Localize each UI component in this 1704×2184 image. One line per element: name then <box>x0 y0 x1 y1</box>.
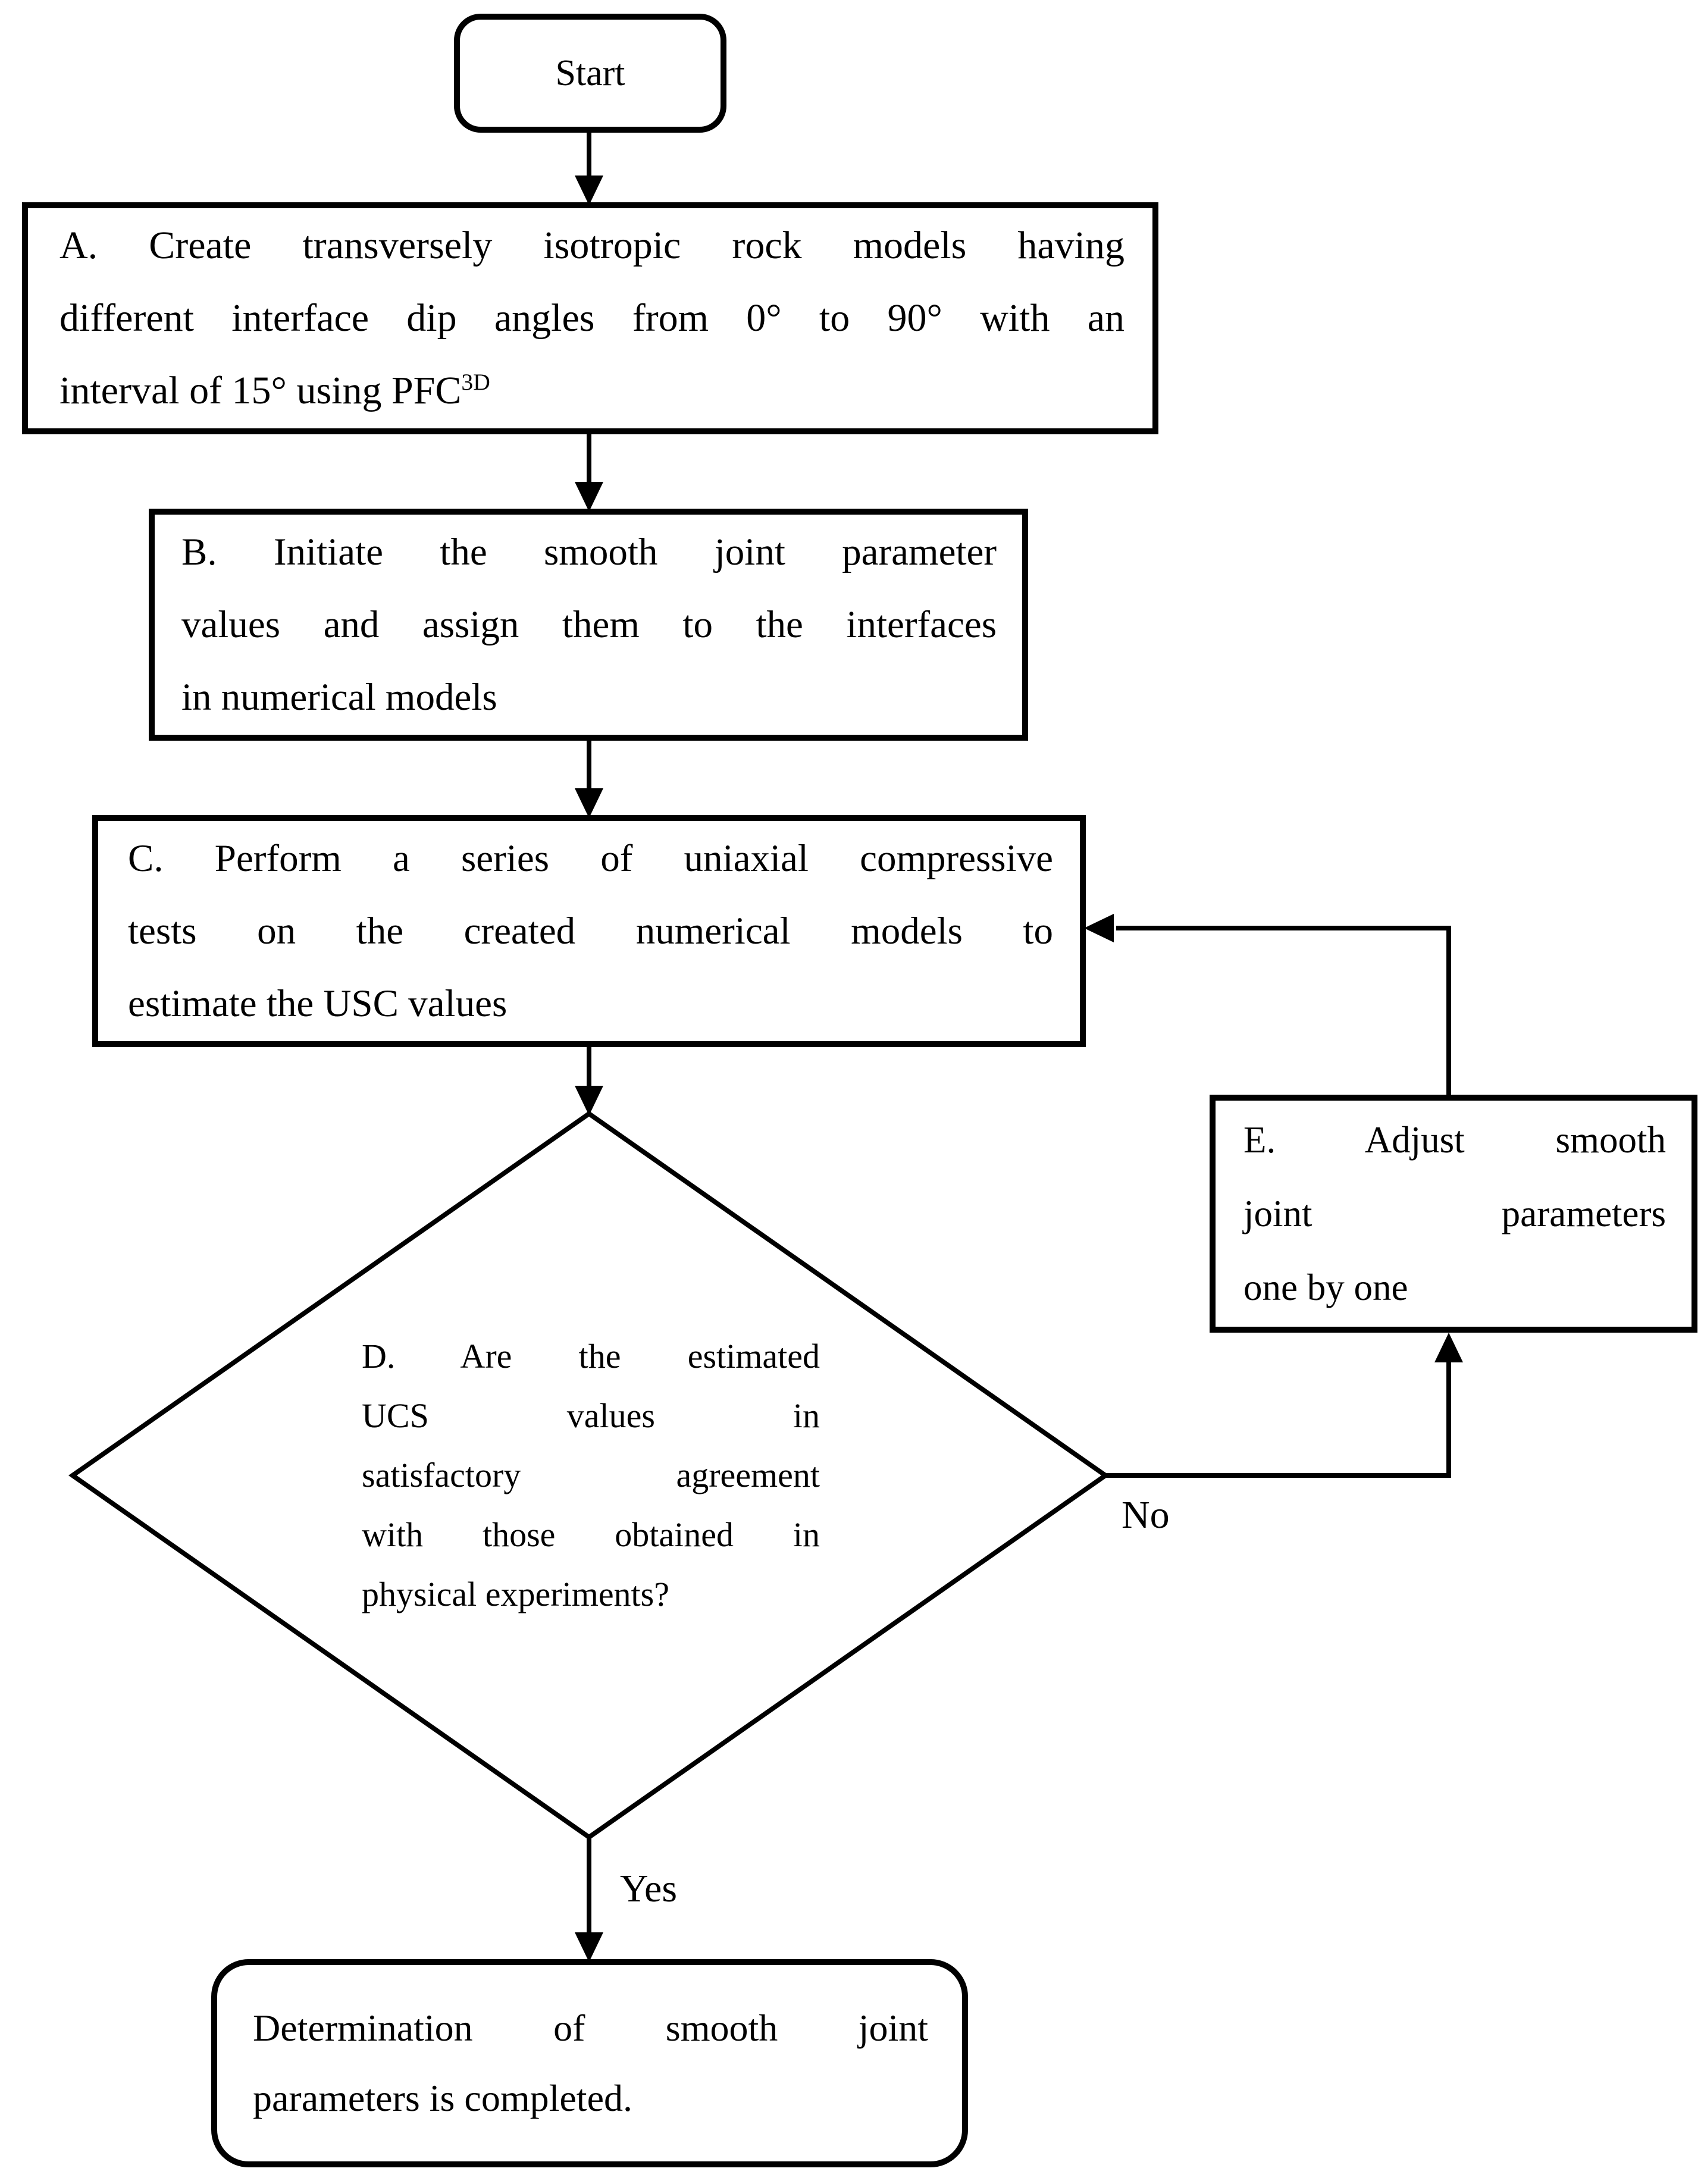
decision-d-line5: physical experiments? <box>362 1575 669 1613</box>
step-c-line1: C. Perform a series of uniaxial compress… <box>128 837 1053 880</box>
arrowhead-into-c-right <box>1084 914 1114 942</box>
step-a-line2: different interface dip angles from 0° t… <box>59 296 1124 340</box>
end-line1: Determination of smooth joint <box>253 2007 928 2049</box>
arrowhead-into-end <box>575 1932 603 1962</box>
no-branch-label: No <box>1122 1493 1170 1537</box>
decision-d-shape <box>68 1111 1110 1840</box>
end-node: Determination of smooth joint parameters… <box>253 1962 928 2164</box>
step-a-line1: A. Create transversely isotropic rock mo… <box>59 224 1124 267</box>
step-b-line3: in numerical models <box>181 676 497 719</box>
step-a-line3-superscript: 3D <box>461 369 490 395</box>
step-c-line2: tests on the created numerical models to <box>128 910 1053 952</box>
decision-d-line1: D. Are the estimated <box>362 1337 820 1375</box>
arrowhead-into-e <box>1434 1333 1463 1362</box>
no-branch-line <box>1104 1361 1451 1478</box>
step-a-line3-text: interval of 15° using PFC <box>59 369 462 412</box>
step-c-shape <box>92 815 1086 1047</box>
start-node-shape <box>454 14 726 133</box>
step-e-line2: joint parameters <box>1243 1193 1666 1234</box>
step-b-node: B. Initiate the smooth joint parameter v… <box>181 512 997 738</box>
decision-d-line3: satisfactory agreement <box>362 1456 820 1494</box>
yes-branch-label: Yes <box>620 1867 678 1910</box>
step-b-line2: values and assign them to the interfaces <box>181 603 997 646</box>
arrowhead-into-c <box>575 788 603 818</box>
step-c-node: C. Perform a series of uniaxial compress… <box>128 818 1053 1044</box>
e-feedback-line <box>1116 926 1451 1098</box>
end-line2: parameters is completed. <box>253 2077 632 2119</box>
step-e-node: E. Adjust smooth joint parameters one by… <box>1243 1098 1666 1330</box>
decision-d-line2: UCS values in <box>362 1396 820 1435</box>
step-e-shape <box>1210 1095 1697 1333</box>
start-node: Start <box>457 17 723 130</box>
step-b-line1: B. Initiate the smooth joint parameter <box>181 531 997 574</box>
step-c-line3: estimate the USC values <box>128 982 508 1025</box>
start-label: Start <box>555 52 625 93</box>
decision-d-line4: with those obtained in <box>362 1515 820 1554</box>
end-node-shape <box>211 1959 968 2167</box>
step-a-node: A. Create transversely isotropic rock mo… <box>59 205 1124 431</box>
decision-d-node: D. Are the estimated UCS values in satis… <box>362 1327 820 1624</box>
step-e-line1: E. Adjust smooth <box>1243 1119 1666 1161</box>
arrowhead-into-b <box>575 482 603 512</box>
arrowhead-into-d <box>575 1086 603 1115</box>
step-a-line3: interval of 15° using PFC3D <box>59 355 1124 427</box>
arrowhead-into-a <box>575 176 603 205</box>
step-e-line3: one by one <box>1243 1267 1408 1308</box>
step-b-shape <box>149 509 1028 741</box>
step-a-shape <box>22 202 1158 434</box>
